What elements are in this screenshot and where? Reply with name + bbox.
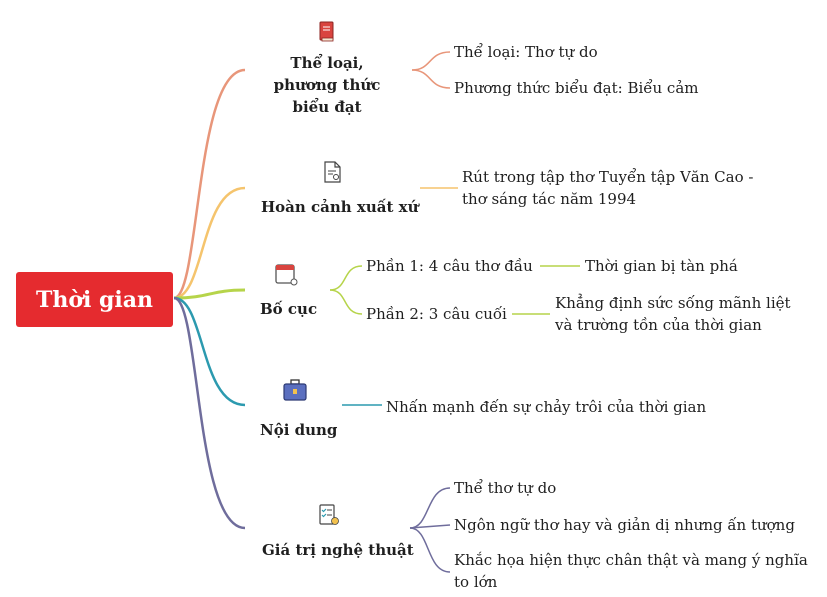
structure-part-2-detail[interactable]: Khẳng định sức sống mãnh liệt và trường … <box>555 292 791 336</box>
branch-art-label[interactable]: Giá trị nghệ thuật <box>262 541 414 559</box>
branch-origin-label[interactable]: Hoàn cảnh xuất xứ <box>261 198 419 216</box>
structure-part-2-detail-line-1: Khẳng định sức sống mãnh liệt <box>555 294 791 312</box>
art-leaf-3-line-1: Khắc họa hiện thực chân thật và mang ý n… <box>454 551 808 569</box>
checklist-icon <box>319 504 339 525</box>
link-root-b4 <box>173 296 246 407</box>
link-root-b1 <box>173 68 246 300</box>
root-node[interactable]: Thời gian <box>16 272 173 327</box>
link-b5-c2 <box>409 524 451 529</box>
structure-part-1[interactable]: Phần 1: 4 câu thơ đầu <box>366 257 533 275</box>
structure-part-2-detail-line-2: và trường tồn của thời gian <box>555 316 762 334</box>
branch-genre-label[interactable]: Thể loại, phương thức biểu đạt <box>262 52 392 118</box>
branch-structure-label[interactable]: Bố cục <box>260 300 318 318</box>
content-leaf[interactable]: Nhấn mạnh đến sự chảy trôi của thời gian <box>386 398 707 416</box>
briefcase-icon <box>283 379 307 401</box>
branch-content-label[interactable]: Nội dung <box>260 421 338 439</box>
link-b1-c1 <box>411 51 451 71</box>
link-b3-c2 <box>329 289 363 315</box>
origin-leaf-line-2: thơ sáng tác năm 1994 <box>462 190 637 208</box>
link-root-b3 <box>173 288 246 300</box>
calendar-icon <box>275 264 298 286</box>
link-root-b2 <box>173 186 246 300</box>
art-leaf-2[interactable]: Ngôn ngữ thơ hay và giản dị nhưng ấn tượ… <box>454 516 795 534</box>
link-b1-c2 <box>411 69 451 89</box>
branch-genre-line-3: biểu đạt <box>292 98 362 116</box>
structure-part-1-detail[interactable]: Thời gian bị tàn phá <box>585 257 738 275</box>
structure-part-2[interactable]: Phần 2: 3 câu cuối <box>366 305 507 323</box>
branch-genre-line-1: Thể loại, <box>290 54 364 72</box>
origin-leaf-line-1: Rút trong tập thơ Tuyển tập Văn Cao - <box>462 168 754 186</box>
link-b3-c1 <box>329 265 363 291</box>
document-icon <box>324 161 341 183</box>
link-root-b5 <box>173 296 246 530</box>
link-b5-c1 <box>409 487 451 529</box>
genre-leaf-1[interactable]: Thể loại: Thơ tự do <box>454 43 598 61</box>
genre-leaf-2[interactable]: Phương thức biểu đạt: Biểu cảm <box>454 79 699 97</box>
art-leaf-3[interactable]: Khắc họa hiện thực chân thật và mang ý n… <box>454 549 808 593</box>
art-leaf-3-line-2: to lớn <box>454 573 498 591</box>
link-b5-c3 <box>409 527 451 573</box>
branch-genre-line-2: phương thức <box>273 76 381 94</box>
origin-leaf[interactable]: Rút trong tập thơ Tuyển tập Văn Cao - th… <box>462 166 753 210</box>
book-icon <box>319 21 334 42</box>
art-leaf-1[interactable]: Thể thơ tự do <box>454 479 557 497</box>
